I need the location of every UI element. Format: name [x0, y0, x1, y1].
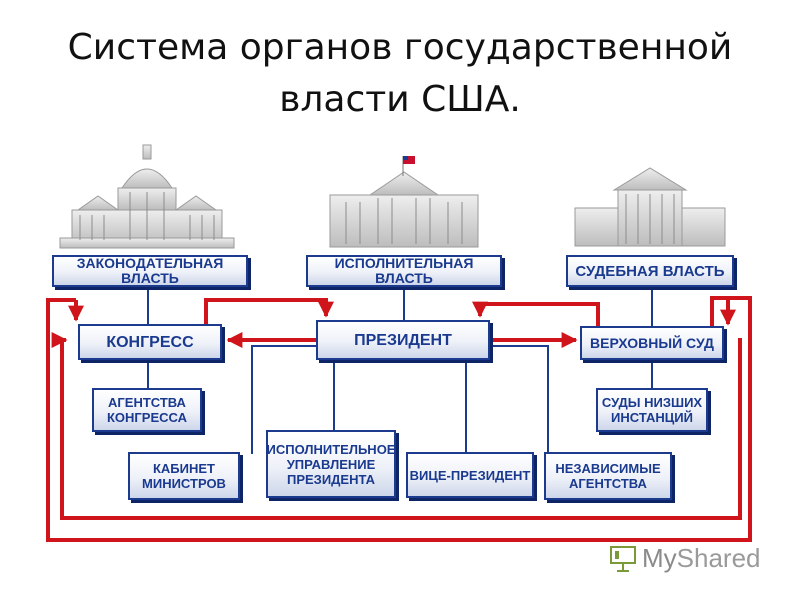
supreme-court-building-icon — [574, 167, 726, 247]
lower-courts-box: СУДЫ НИЗШИХ ИНСТАНЦИЙ — [596, 388, 708, 432]
supreme-court-box: ВЕРХОВНЫЙ СУД — [580, 326, 724, 360]
presentation-board-icon — [610, 546, 636, 572]
flag-icon — [402, 156, 415, 176]
cabinet-box: КАБИНЕТ МИНИСТРОВ — [128, 452, 240, 500]
legislative-branch-box: ЗАКОНОДАТЕЛЬНАЯ ВЛАСТЬ — [52, 255, 248, 287]
judicial-branch-box: СУДЕБНАЯ ВЛАСТЬ — [566, 255, 734, 287]
congress-agencies-box: АГЕНТСТВА КОНГРЕССА — [92, 388, 202, 432]
capitol-building-icon — [59, 144, 235, 249]
page-title: Система органов государственной власти С… — [0, 22, 800, 126]
title-line-1: Система органов государственной — [67, 27, 733, 68]
executive-branch-box: ИСПОЛНИТЕЛЬНАЯ ВЛАСТЬ — [306, 255, 502, 287]
title-line-2: власти США. — [279, 79, 521, 120]
hierarchy-lines — [147, 286, 653, 454]
checks-and-balances-arrows — [46, 296, 752, 542]
logo-text-shared: Shared — [676, 542, 761, 573]
executive-office-box: ИСПОЛНИТЕЛЬНОЕ УПРАВЛЕНИЕ ПРЕЗИДЕНТА — [266, 430, 396, 498]
president-box: ПРЕЗИДЕНТ — [316, 320, 490, 360]
vice-president-box: ВИЦЕ-ПРЕЗИДЕНТ — [406, 452, 534, 498]
logo-text-my: My — [642, 542, 677, 573]
independent-agencies-box: НЕЗАВИСИМЫЕ АГЕНТСТВА — [544, 452, 672, 500]
white-house-icon — [329, 171, 479, 248]
congress-box: КОНГРЕСС — [78, 324, 222, 360]
